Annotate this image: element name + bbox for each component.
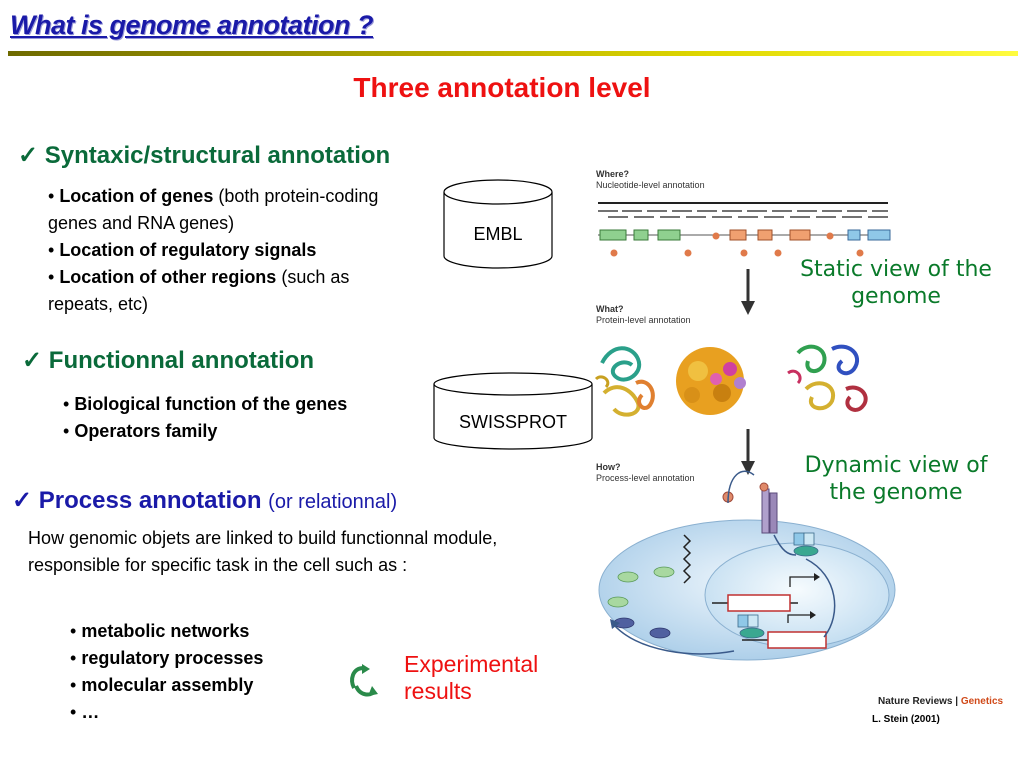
functional-list: • Biological function of the genes • Ope…	[63, 391, 443, 445]
structural-list: • Location of genes (both protein-coding…	[48, 183, 408, 318]
protein-structure-2	[676, 347, 746, 415]
annotation-levels-figure: Where? Nucleotide-level annotation	[592, 165, 1017, 707]
functional-heading: ✓ Functionnal annotation	[22, 346, 314, 375]
cell-process-diagram	[598, 470, 896, 661]
swissprot-label: SWISSPROT	[458, 412, 567, 432]
experimental-results: Experimental results	[404, 651, 539, 704]
structural-heading-text: Syntaxic/structural annotation	[44, 142, 391, 169]
slide-title: What is genome annotation ?	[10, 10, 374, 40]
swissprot-database: SWISSPROT	[432, 372, 594, 452]
what-title: What?	[596, 304, 624, 314]
down-arrow-icon	[741, 429, 755, 475]
structural-heading: ✓ Syntaxic/structural annotation	[18, 141, 390, 170]
title-divider	[8, 51, 1018, 56]
slide-subtitle: Three annotation level	[353, 72, 651, 103]
static-view-label: Static view of the genome	[800, 257, 992, 309]
list-item: • Location of other regions (such as rep…	[48, 267, 350, 314]
list-item: • Operators family	[63, 421, 218, 441]
check-icon: ✓	[22, 347, 43, 374]
database-cylinder-icon	[443, 179, 553, 269]
functional-heading-text: Functionnal annotation	[48, 347, 315, 374]
list-item: • regulatory processes	[70, 648, 264, 668]
check-icon: ✓	[12, 487, 33, 514]
nucleotide-track	[598, 202, 891, 257]
process-description: How genomic objets are linked to build f…	[28, 528, 498, 575]
how-subtitle: Process-level annotation	[596, 473, 695, 483]
list-item: • Location of genes (both protein-coding…	[48, 186, 379, 233]
embl-label: EMBL	[473, 224, 523, 244]
where-title: Where?	[596, 169, 630, 179]
what-subtitle: Protein-level annotation	[596, 315, 691, 325]
check-icon: ✓	[18, 142, 39, 169]
process-heading-text: Process annotation	[38, 487, 262, 514]
process-heading: ✓ Process annotation (or relationnal)	[12, 486, 397, 515]
list-item: • Location of regulatory signals	[48, 240, 317, 260]
how-title: How?	[596, 462, 621, 472]
protein-structure-3	[787, 344, 868, 412]
down-arrow-icon	[741, 269, 755, 315]
cycle-arrow-icon	[350, 664, 378, 697]
list-item: • molecular assembly	[70, 675, 254, 695]
process-heading-suffix: (or relationnal)	[268, 491, 398, 513]
dynamic-view-label: Dynamic view of the genome	[804, 453, 988, 505]
list-item: • Biological function of the genes	[63, 394, 348, 414]
process-list: • metabolic networks • regulatory proces…	[70, 618, 350, 726]
protein-structure-1	[594, 346, 655, 417]
where-subtitle: Nucleotide-level annotation	[596, 180, 705, 190]
embl-database: EMBL	[442, 178, 554, 270]
list-item: • metabolic networks	[70, 621, 250, 641]
journal-label: Nature Reviews | Genetics	[878, 696, 1004, 707]
database-cylinder-icon	[433, 372, 593, 450]
protein-structures	[594, 344, 868, 417]
list-item: • …	[70, 702, 100, 722]
figure-credit: L. Stein (2001)	[872, 714, 940, 725]
